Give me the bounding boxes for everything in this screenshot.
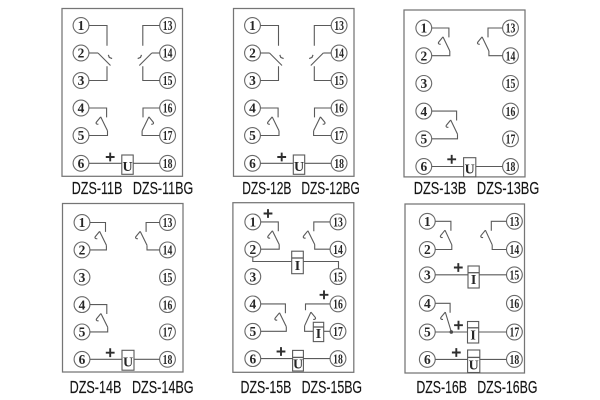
- svg-text:1: 1: [420, 21, 427, 36]
- svg-text:13: 13: [333, 215, 343, 230]
- svg-text:4: 4: [420, 104, 427, 119]
- svg-text:4: 4: [78, 101, 85, 116]
- svg-text:3: 3: [78, 73, 85, 88]
- svg-text:15: 15: [506, 76, 516, 91]
- svg-text:16: 16: [333, 297, 343, 312]
- svg-text:18: 18: [333, 351, 343, 366]
- svg-text:15: 15: [333, 269, 343, 284]
- svg-text:DZS-12B DZS-12BG: DZS-12B DZS-12BG: [242, 178, 360, 198]
- svg-text:4: 4: [249, 297, 256, 312]
- svg-text:I: I: [470, 328, 475, 343]
- svg-text:U: U: [465, 162, 475, 177]
- svg-text:3: 3: [79, 270, 86, 285]
- svg-text:14: 14: [510, 242, 520, 257]
- svg-text:16: 16: [510, 296, 520, 311]
- svg-text:17: 17: [506, 132, 516, 147]
- svg-text:2: 2: [78, 46, 85, 61]
- svg-text:1: 1: [78, 18, 85, 33]
- svg-text:13: 13: [510, 214, 520, 229]
- svg-text:13: 13: [334, 18, 344, 33]
- svg-text:5: 5: [78, 128, 85, 143]
- svg-text:4: 4: [424, 296, 431, 311]
- svg-text:DZS-16B DZS-16BG: DZS-16B DZS-16BG: [416, 377, 537, 397]
- svg-text:14: 14: [506, 48, 516, 63]
- svg-text:13: 13: [163, 215, 173, 230]
- svg-text:17: 17: [163, 128, 173, 143]
- svg-text:15: 15: [510, 268, 520, 283]
- svg-text:15: 15: [334, 73, 344, 88]
- svg-text:2: 2: [79, 243, 86, 258]
- svg-text:U: U: [293, 358, 303, 373]
- svg-text:6: 6: [79, 352, 86, 367]
- svg-text:3: 3: [424, 268, 431, 283]
- svg-text:17: 17: [510, 325, 520, 340]
- svg-text:6: 6: [424, 352, 431, 367]
- svg-text:18: 18: [163, 156, 173, 171]
- svg-text:DZS-13B DZS-13BG: DZS-13B DZS-13BG: [414, 178, 540, 198]
- svg-text:13: 13: [506, 21, 516, 36]
- svg-text:U: U: [294, 160, 304, 175]
- svg-text:18: 18: [510, 352, 520, 367]
- svg-text:6: 6: [249, 156, 256, 171]
- svg-text:U: U: [122, 160, 132, 175]
- svg-text:5: 5: [249, 324, 256, 339]
- svg-text:1: 1: [79, 215, 86, 230]
- svg-text:3: 3: [420, 76, 427, 91]
- svg-text:2: 2: [249, 242, 256, 257]
- svg-text:16: 16: [163, 297, 173, 312]
- svg-text:2: 2: [424, 242, 431, 257]
- svg-text:1: 1: [249, 18, 256, 33]
- svg-text:17: 17: [334, 128, 344, 143]
- svg-text:1: 1: [249, 215, 256, 230]
- svg-text:15: 15: [163, 270, 173, 285]
- svg-text:4: 4: [249, 101, 256, 116]
- svg-text:18: 18: [506, 159, 516, 174]
- svg-text:4: 4: [79, 297, 86, 312]
- svg-text:1: 1: [424, 214, 431, 229]
- svg-text:16: 16: [163, 101, 173, 116]
- svg-text:6: 6: [420, 159, 427, 174]
- svg-text:U: U: [123, 356, 133, 371]
- svg-text:18: 18: [334, 156, 344, 171]
- svg-text:5: 5: [249, 128, 256, 143]
- svg-text:3: 3: [249, 269, 256, 284]
- svg-text:14: 14: [163, 243, 173, 258]
- svg-text:6: 6: [249, 351, 256, 366]
- svg-text:2: 2: [420, 48, 427, 63]
- svg-text:5: 5: [424, 325, 431, 340]
- svg-text:14: 14: [333, 242, 343, 257]
- svg-text:2: 2: [249, 46, 256, 61]
- svg-text:I: I: [316, 327, 321, 342]
- svg-text:14: 14: [334, 46, 344, 61]
- svg-text:18: 18: [163, 352, 173, 367]
- svg-text:17: 17: [163, 325, 173, 340]
- svg-text:3: 3: [249, 73, 256, 88]
- svg-text:17: 17: [333, 324, 343, 339]
- svg-text:13: 13: [163, 18, 173, 33]
- svg-text:16: 16: [334, 101, 344, 116]
- svg-text:5: 5: [79, 325, 86, 340]
- svg-text:15: 15: [163, 73, 173, 88]
- svg-text:I: I: [471, 273, 476, 288]
- svg-text:14: 14: [163, 46, 173, 61]
- svg-text:5: 5: [420, 132, 427, 147]
- svg-text:U: U: [469, 358, 479, 373]
- svg-text:DZS-14B DZS-14BG: DZS-14B DZS-14BG: [70, 377, 194, 397]
- svg-text:DZS-15B DZS-15BG: DZS-15B DZS-15BG: [241, 377, 363, 397]
- svg-text:16: 16: [506, 104, 516, 119]
- svg-text:DZS-11B DZS-11BG: DZS-11B DZS-11BG: [72, 178, 194, 198]
- svg-text:I: I: [295, 259, 300, 274]
- svg-text:6: 6: [78, 156, 85, 171]
